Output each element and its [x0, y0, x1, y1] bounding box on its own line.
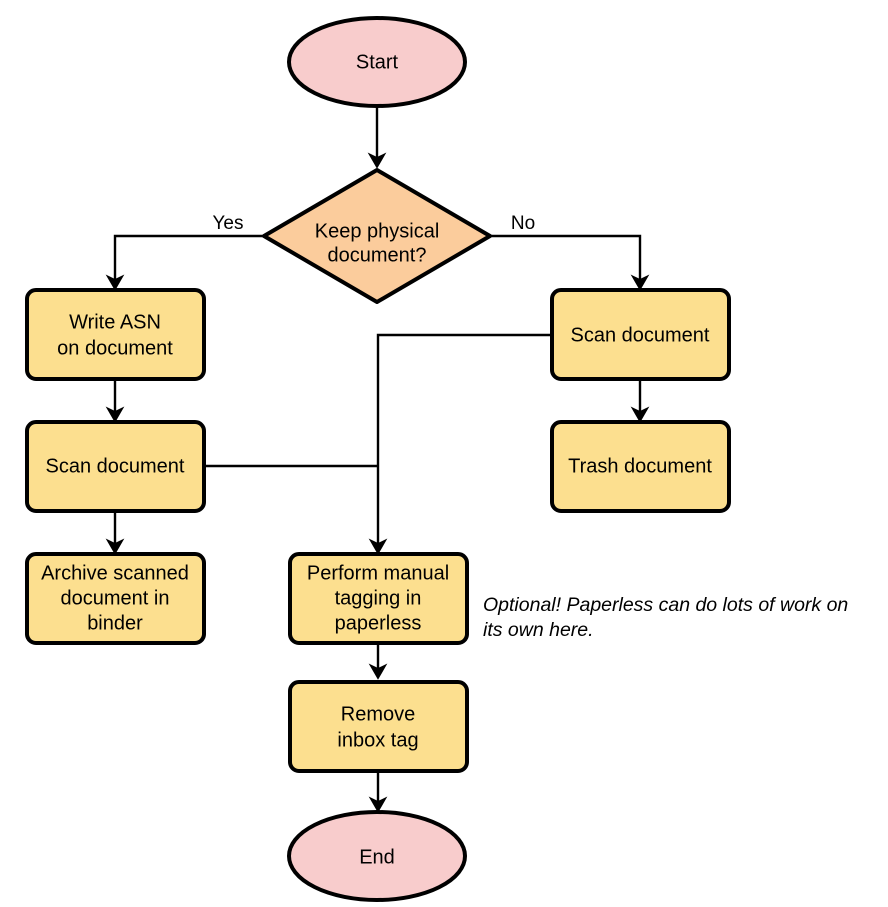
- archive-label-line3: binder: [87, 612, 143, 634]
- archive-label-line1: Archive scanned: [41, 562, 189, 584]
- node-start[interactable]: Start: [287, 16, 467, 108]
- end-label: End: [359, 846, 395, 868]
- start-ellipse: [287, 16, 467, 108]
- scan-right-box: [550, 288, 731, 381]
- end-ellipse: [287, 810, 467, 902]
- edge-decision-yes-to-write-asn: [105, 234, 264, 291]
- tagging-label-line3: paperless: [335, 612, 422, 634]
- write-asn-label-line1: Write ASN: [69, 311, 161, 333]
- connector-layer: [105, 103, 650, 813]
- tagging-label-line1: Perform manual: [307, 562, 449, 584]
- remove-inbox-label-line1: Remove: [341, 703, 415, 725]
- annotation-optional-note: Optional! Paperless can do lots of work …: [483, 594, 848, 641]
- decision-label-line1: Keep physical: [315, 220, 440, 242]
- edge-decision-no-to-scan-right: [490, 234, 650, 291]
- scan-left-label: Scan document: [46, 455, 185, 477]
- node-scan-document-left[interactable]: Scan document: [25, 420, 206, 513]
- write-asn-box: [25, 288, 206, 381]
- write-asn-label-line2: on document: [57, 337, 173, 359]
- node-write-asn-on-document[interactable]: Write ASN on document: [25, 288, 206, 381]
- trash-label: Trash document: [568, 455, 712, 477]
- remove-inbox-label-line2: inbox tag: [337, 729, 418, 751]
- remove-inbox-box: [288, 680, 469, 773]
- node-end[interactable]: End: [287, 810, 467, 902]
- tagging-box: [288, 552, 469, 645]
- scan-right-label: Scan document: [571, 324, 710, 346]
- edge-label-no: No: [511, 213, 535, 234]
- decision-label-line2: document?: [328, 244, 427, 266]
- start-label: Start: [356, 51, 399, 73]
- node-remove-inbox-tag[interactable]: Remove inbox tag: [288, 680, 469, 773]
- optional-note-line1: Optional! Paperless can do lots of work …: [483, 594, 848, 616]
- optional-note-line2: its own here.: [483, 619, 594, 641]
- edge-label-yes: Yes: [213, 213, 244, 234]
- archive-label-line2: document in: [61, 587, 170, 609]
- archive-box: [25, 552, 206, 645]
- node-decision-keep-physical-document[interactable]: Keep physical document?: [262, 168, 492, 304]
- edge-scan-right-to-tagging: [368, 333, 552, 555]
- trash-box: [550, 420, 731, 513]
- tagging-label-line2: tagging in: [335, 587, 422, 609]
- node-archive-scanned-document[interactable]: Archive scanned document in binder: [25, 552, 206, 645]
- node-scan-document-right[interactable]: Scan document: [550, 288, 731, 381]
- node-trash-document[interactable]: Trash document: [550, 420, 731, 513]
- decision-diamond: [262, 168, 492, 304]
- node-perform-manual-tagging[interactable]: Perform manual tagging in paperless: [288, 552, 469, 645]
- scan-left-box: [25, 420, 206, 513]
